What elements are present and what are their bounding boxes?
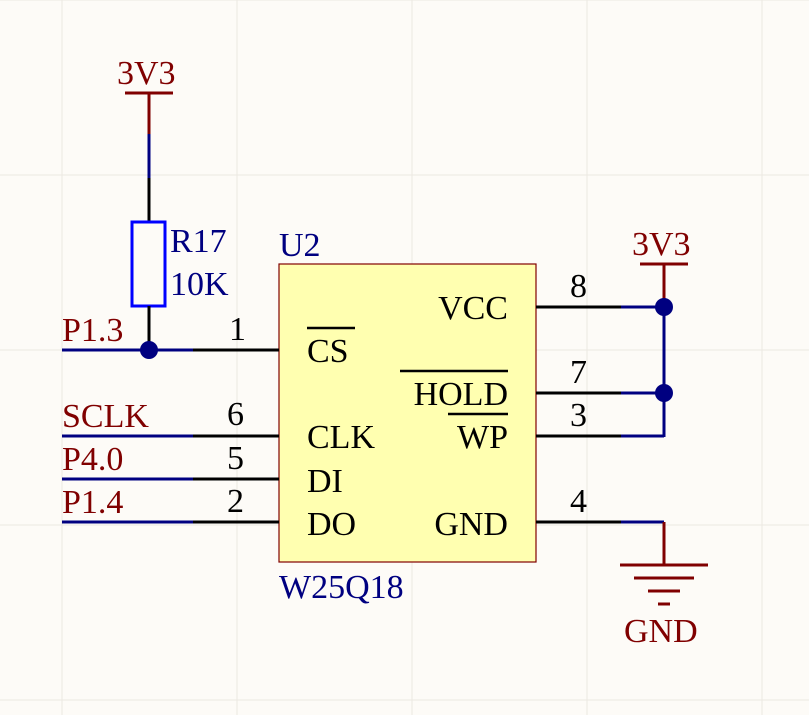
power-label-3v3-left: 3V3 [117,55,176,92]
net-p4-0: P4.0 [62,441,193,481]
power-port-3v3-right: 3V3 [632,226,691,307]
net-3v3-right [621,305,666,438]
net-label-p1-4: P1.4 [62,484,123,521]
junction-p1-3 [140,341,158,359]
pin-4-gnd: 4 GND [434,483,621,543]
pin-number: 3 [570,397,587,434]
pin-number: 7 [570,354,587,391]
ic-u2: U2 W25Q18 [278,227,537,606]
pin-number: 8 [570,268,587,305]
pin-name: WP [457,419,508,456]
pin-name: GND [434,506,508,543]
pin-number: 2 [227,483,244,520]
pin-name: DI [307,463,343,500]
junction-vcc [655,298,673,316]
pin-2-do: 2 DO [193,483,356,543]
power-label-3v3-right: 3V3 [632,226,691,263]
pin-name: DO [307,506,356,543]
resistor-r17: R17 10K [130,178,229,350]
ground-label: GND [624,613,698,650]
net-label-sclk: SCLK [62,398,149,435]
pin-name: CS [307,333,349,370]
ic-designator: U2 [279,227,321,264]
pin-3-wp: 3 WP [448,397,621,456]
pin-name: VCC [438,290,508,327]
pin-number: 1 [229,311,246,348]
net-sclk: SCLK [62,398,193,438]
pin-7-hold: 7 HOLD [400,354,621,413]
junction-hold [655,384,673,402]
pin-number: 4 [570,483,587,520]
pin-number: 5 [227,440,244,477]
pin-name: HOLD [414,376,508,413]
pin-5-di: 5 DI [193,440,343,500]
power-port-3v3-left: 3V3 [117,55,176,134]
resistor-value: 10K [170,266,229,303]
pin-8-vcc: 8 VCC [438,268,621,327]
ic-part-number: W25Q18 [279,569,404,606]
ground-symbol: GND [620,522,708,650]
net-label-p1-3: P1.3 [62,312,123,349]
pin-6-clk: 6 CLK [193,396,375,456]
net-p1-3: P1.3 [62,312,193,352]
pin-1-cs: 1 CS [193,311,355,370]
pin-name: CLK [307,419,375,456]
net-label-p4-0: P4.0 [62,441,123,478]
net-p1-4: P1.4 [62,484,193,524]
resistor-designator: R17 [170,223,227,260]
pin-number: 6 [227,396,244,433]
